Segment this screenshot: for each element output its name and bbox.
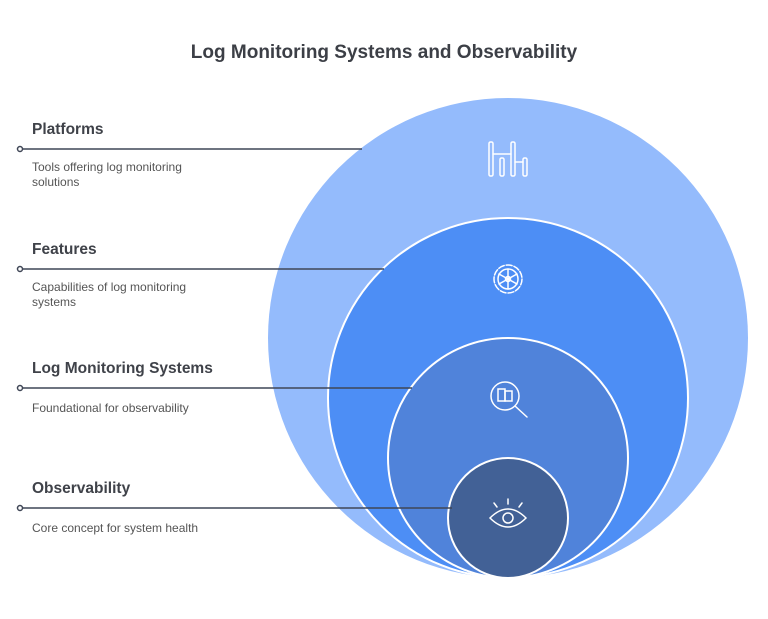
connector-dot <box>16 504 24 512</box>
layer-label-features: Features <box>32 241 97 258</box>
layer-label-platforms: Platforms <box>32 121 104 138</box>
connector-dot <box>16 145 24 153</box>
diagram-title: Log Monitoring Systems and Observability <box>190 42 578 63</box>
connector-dot <box>16 384 24 392</box>
layer-label-log-monitoring: Log Monitoring Systems <box>32 360 213 377</box>
layer-label-observability: Observability <box>32 480 131 497</box>
connector-dot <box>16 265 24 273</box>
document-search-icon <box>490 381 528 418</box>
layer-description-observability: Core concept for system health <box>32 521 199 535</box>
layer-description-features: Capabilities of log monitoring systems <box>32 280 187 309</box>
eye-icon <box>488 498 528 528</box>
circle-observability <box>447 457 569 579</box>
gear-icon <box>493 264 523 294</box>
server-rack-icon <box>488 141 528 177</box>
layer-description-platforms: Tools offering log monitoring solutions <box>32 160 182 189</box>
layer-description-log-monitoring: Foundational for observability <box>32 401 189 415</box>
